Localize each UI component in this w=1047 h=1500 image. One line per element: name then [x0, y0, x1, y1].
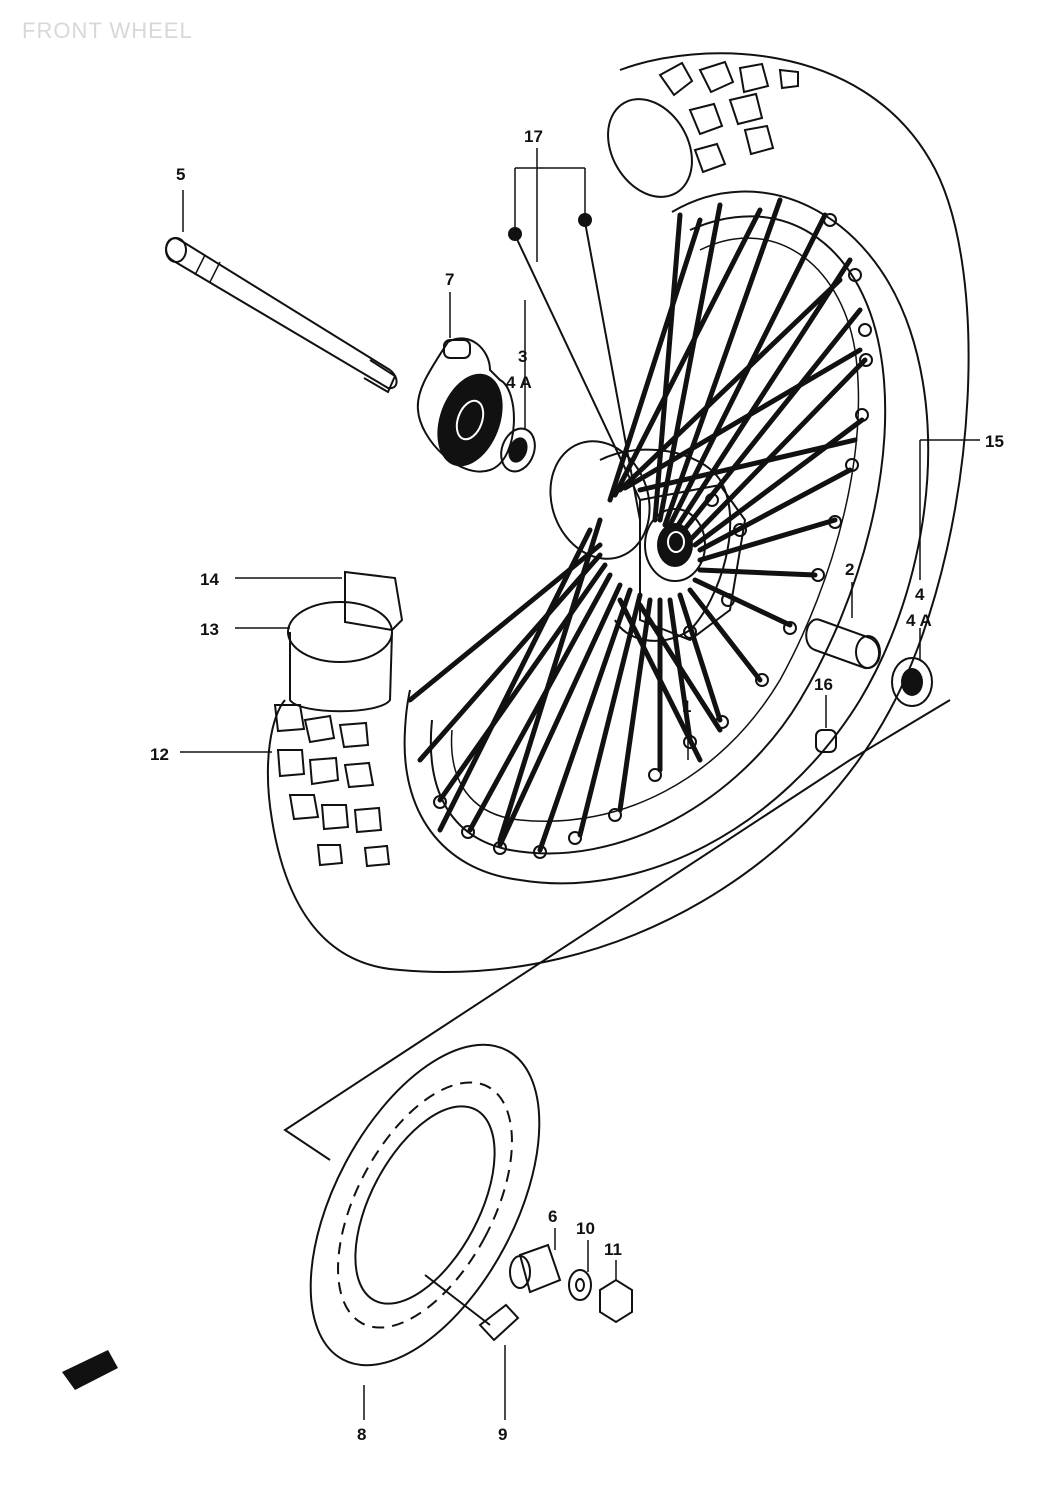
wheel-hub [549, 440, 747, 642]
callout-4: 4 [915, 585, 925, 604]
tire [266, 52, 970, 974]
stud [509, 1243, 562, 1294]
callout-4a-left: 4 A [506, 373, 532, 392]
callout-14: 14 [200, 570, 219, 589]
axle [165, 237, 398, 394]
callout-2: 2 [845, 560, 854, 579]
spoke-nipples [433, 213, 873, 859]
callout-4a-right: 4 A [906, 611, 932, 630]
left-bearing [500, 427, 536, 473]
right-bearing [891, 657, 933, 707]
callout-6: 6 [548, 1207, 557, 1226]
valve-cap [815, 729, 837, 753]
callout-13: 13 [200, 620, 219, 639]
callout-12: 12 [150, 745, 169, 764]
rim-tape [344, 570, 404, 632]
callout-9: 9 [498, 1425, 507, 1444]
callout-3: 3 [518, 347, 527, 366]
disc-bolt [424, 1274, 520, 1342]
callouts: 5 7 3 4 A 17 14 13 12 15 2 4 4 A 16 1 6 … [150, 127, 1004, 1444]
callout-5: 5 [176, 165, 185, 184]
callout-11: 11 [604, 1240, 622, 1259]
callout-16: 16 [814, 675, 833, 694]
spoke-set [508, 213, 641, 521]
callout-1: 1 [682, 697, 691, 716]
assembly-line [283, 699, 951, 1161]
brake-disc [309, 1043, 541, 1367]
spacer [805, 618, 881, 670]
callout-7: 7 [445, 270, 454, 289]
callout-15: 15 [985, 432, 1004, 451]
callout-10: 10 [576, 1219, 595, 1238]
forward-arrow-icon [62, 1350, 118, 1390]
spokes [407, 197, 868, 853]
tread-bottom [273, 601, 393, 868]
leader-lines [180, 148, 980, 1420]
washer [568, 1269, 592, 1301]
tread-top [607, 60, 799, 198]
callout-8: 8 [357, 1425, 366, 1444]
speedometer-gearbox [416, 337, 515, 473]
page-title: FRONT WHEEL [22, 18, 193, 43]
nut [599, 1278, 633, 1324]
callout-17: 17 [524, 127, 543, 146]
